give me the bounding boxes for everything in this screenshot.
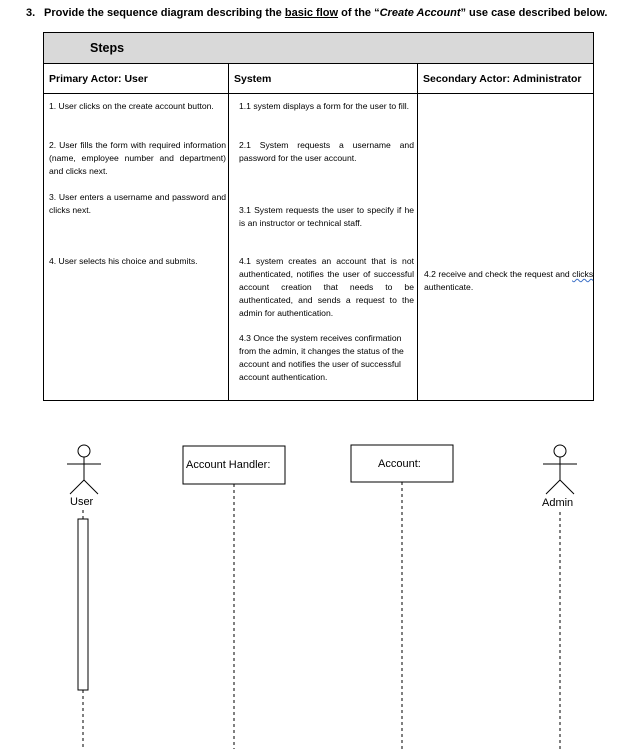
user-activation-bar (77, 518, 89, 691)
user-label: User (70, 496, 94, 508)
system-step-2-1: 2.1 System requests a username and passw… (239, 140, 414, 163)
question-number: 3. (26, 7, 36, 19)
primary-actor-cell: 1. User clicks on the create account but… (43, 93, 229, 401)
system-cell: 1.1 system displays a form for the user … (228, 93, 418, 401)
primary-step-3: 3. User enters a username and password a… (49, 192, 226, 215)
use-case-name: Create Account (379, 7, 461, 19)
column-header-primary: Primary Actor: User (43, 63, 229, 94)
user-lifeline (77, 510, 89, 749)
primary-step-1: 1. User clicks on the create account but… (49, 101, 214, 111)
account-handler-box (182, 445, 286, 485)
secondary-step-4-2: 4.2 receive and check the request and cl… (424, 269, 594, 292)
system-step-4-3: 4.3 Once the system receives confirmatio… (239, 333, 404, 382)
primary-step-4: 4. User selects his choice and submits. (49, 256, 198, 266)
primary-step-2: 2. User fills the form with required inf… (49, 140, 226, 176)
account-handler-label: Account Handler: (186, 459, 271, 471)
underlined-phrase: basic flow (284, 7, 339, 19)
account-label: Account: (378, 458, 421, 470)
steps-table: Steps Primary Actor: User System Seconda… (43, 32, 594, 401)
admin-label: Admin (542, 497, 574, 509)
user-actor-icon (67, 444, 101, 495)
question-text: 3.Provide the sequence diagram describin… (26, 7, 608, 19)
account-box (350, 444, 454, 483)
system-step-1-1: 1.1 system displays a form for the user … (239, 101, 410, 111)
system-step-3-1: 3.1 System requests the user to specify … (239, 205, 414, 228)
admin-actor-icon (543, 444, 577, 495)
misspelled-word: clicks (572, 269, 594, 279)
system-step-4-1: 4.1 system creates an account that is no… (239, 256, 414, 318)
secondary-actor-cell: 4.2 receive and check the request and cl… (417, 93, 594, 401)
